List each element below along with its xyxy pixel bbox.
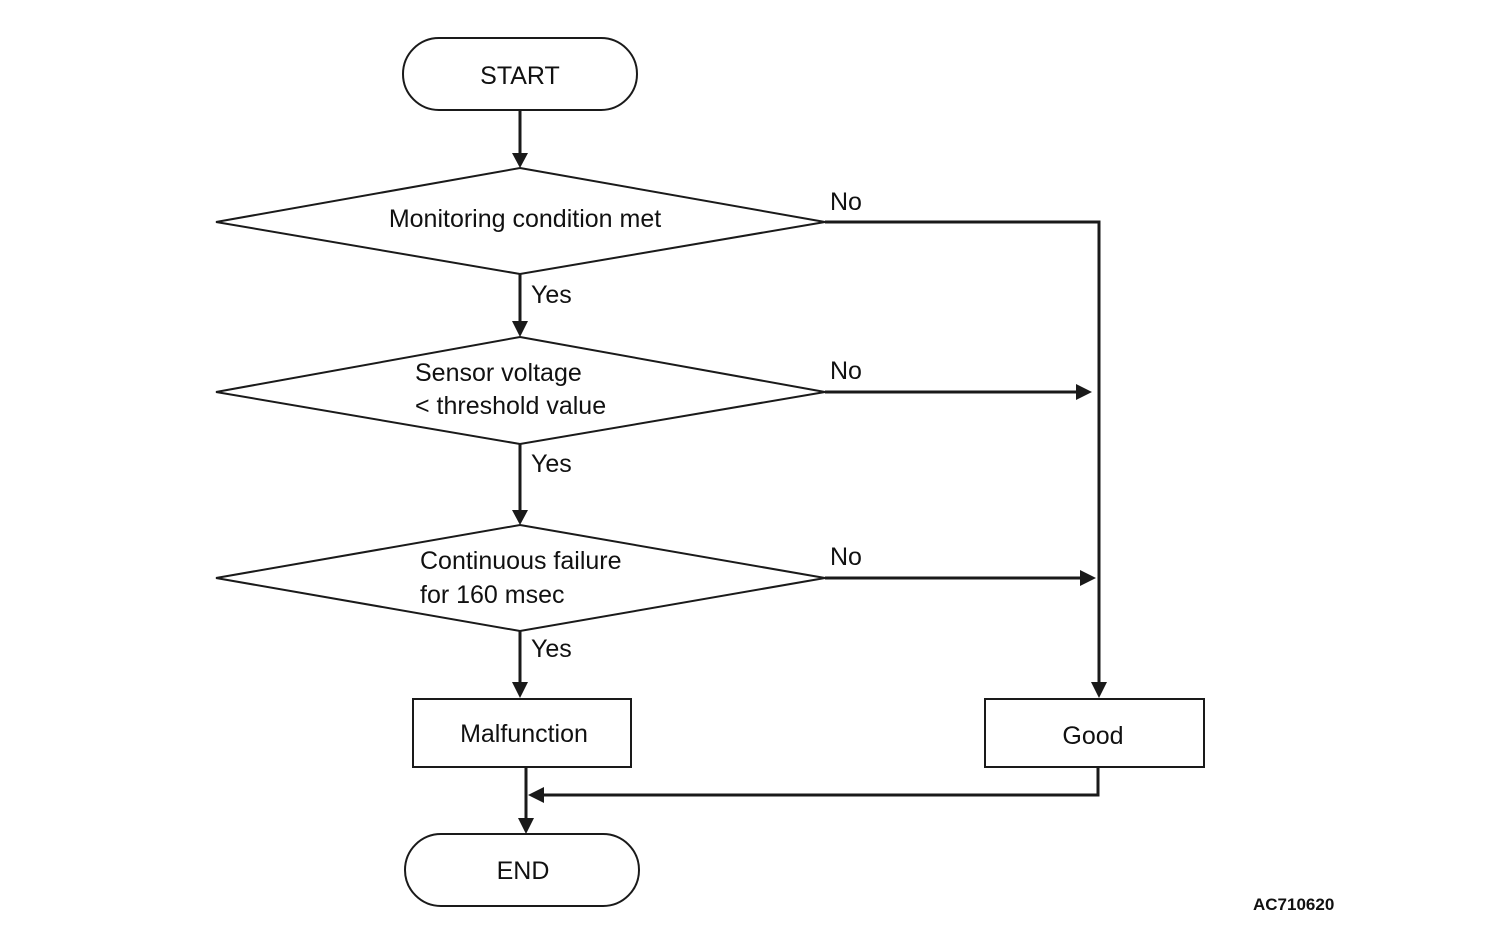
decision1-no-label: No <box>830 188 862 216</box>
decision3-no-label: No <box>830 543 862 571</box>
malfunction-label: Malfunction <box>460 720 588 748</box>
arrowhead-right-icon <box>1080 570 1096 586</box>
figure-code: AC710620 <box>1253 895 1334 914</box>
arrowhead-down-icon <box>518 818 534 834</box>
arrowhead-left-icon <box>528 787 544 803</box>
good-box: Good <box>984 698 1205 768</box>
decision2-label-line1: Sensor voltage <box>415 359 582 387</box>
decision-monitoring-condition: Monitoring condition met <box>215 166 826 276</box>
arrowhead-down-icon <box>512 510 528 525</box>
good-label: Good <box>1062 722 1123 750</box>
decision1-label: Monitoring condition met <box>389 205 661 233</box>
decision2-label-line2: < threshold value <box>415 392 606 420</box>
arrowhead-down-icon <box>512 153 528 168</box>
malfunction-box: Malfunction <box>412 698 632 768</box>
arrowhead-down-icon <box>1091 682 1107 698</box>
arrowhead-right-icon <box>1076 384 1092 400</box>
decision-continuous-failure: Continuous failure for 160 msec <box>215 523 826 633</box>
decision2-no-label: No <box>830 357 862 385</box>
arrowhead-down-icon <box>512 682 528 698</box>
start-terminator: START <box>402 37 638 111</box>
decision-sensor-voltage: Sensor voltage < threshold value <box>215 335 826 446</box>
decision3-yes-label: Yes <box>531 635 572 663</box>
decision3-label-line1: Continuous failure <box>420 547 622 575</box>
end-label: END <box>497 857 550 885</box>
decision2-yes-label: Yes <box>531 450 572 478</box>
decision3-label-line2: for 160 msec <box>420 581 565 609</box>
arrowhead-down-icon <box>512 321 528 337</box>
connector-good-to-end <box>542 767 1100 797</box>
start-label: START <box>480 62 560 90</box>
connector-decision1-no <box>825 220 1101 684</box>
decision1-yes-label: Yes <box>531 281 572 309</box>
end-terminator: END <box>404 833 640 907</box>
